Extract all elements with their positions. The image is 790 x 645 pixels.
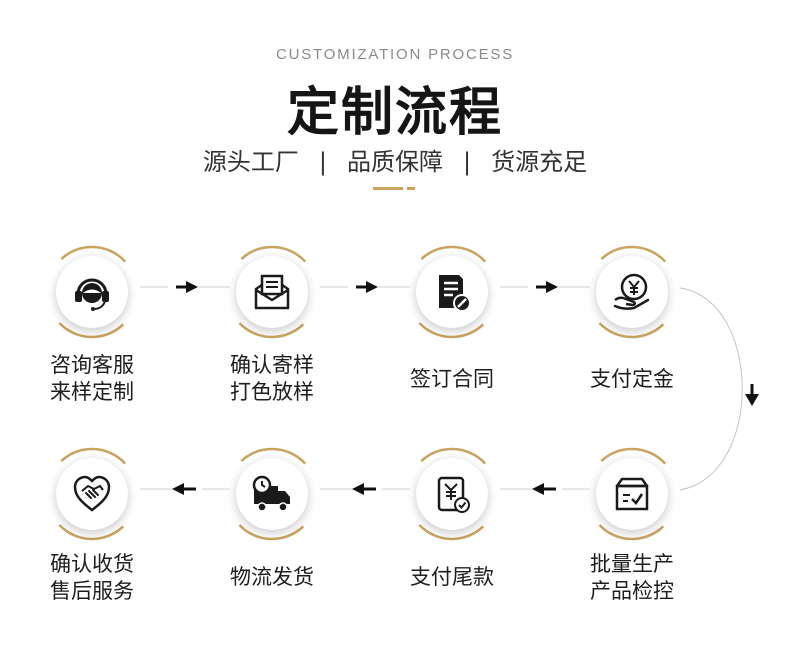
step-8-label: 确认收货 售后服务 [2, 551, 182, 605]
arrow-left-icon [500, 483, 590, 495]
subtitle: 源头工厂 | 品质保障 | 货源充足 [0, 142, 790, 177]
step-8-line2: 售后服务 [50, 579, 134, 603]
arrow-left-icon [320, 483, 410, 495]
step-6-icon-ring [404, 446, 500, 542]
step-6-line1: 支付尾款 [410, 565, 494, 589]
arrow-right-icon [140, 281, 230, 293]
yuan-receipt-icon [437, 476, 470, 513]
step-5-line2: 产品检控 [590, 579, 674, 603]
step-8-line1: 确认收货 [50, 552, 134, 576]
step-1-label: 咨询客服 来样定制 [2, 352, 182, 406]
heart-handshake-icon [73, 475, 111, 512]
yuan-hand-icon [613, 273, 650, 310]
step-7-line1: 物流发货 [230, 565, 314, 589]
step-8-icon-ring [44, 446, 140, 542]
arrow-right-icon [500, 281, 590, 293]
step-5-icon-ring [584, 446, 680, 542]
contract-icon [439, 275, 471, 312]
step-5-line1: 批量生产 [590, 552, 674, 576]
step-2-line1: 确认寄样 [230, 353, 314, 377]
headset-icon [75, 278, 109, 311]
step-5-label: 批量生产 产品检控 [542, 551, 722, 605]
curve-connector [679, 287, 759, 491]
subtitle-item-quality: 品质保障 [347, 148, 443, 176]
subtitle-item-supply: 货源充足 [491, 148, 588, 176]
step-2-icon-ring [224, 244, 320, 340]
step-4-icon-ring [584, 244, 680, 340]
arrow-left-icon [140, 483, 230, 495]
step-7-icon-ring [224, 446, 320, 542]
step-4-line1: 支付定金 [590, 367, 674, 391]
step-7-label: 物流发货 [182, 564, 362, 591]
gold-divider-dot [407, 187, 415, 190]
english-title: CUSTOMIZATION PROCESS [275, 46, 515, 63]
subtitle-item-factory: 源头工厂 [202, 148, 299, 176]
page-title: 定制流程 [286, 83, 503, 143]
step-1-icon-ring [44, 244, 140, 340]
step-2-label: 确认寄样 打色放样 [182, 352, 362, 406]
box-check-icon [615, 477, 649, 511]
step-6-label: 支付尾款 [362, 564, 542, 591]
step-3-icon-ring [404, 244, 500, 340]
step-1-line1: 咨询客服 [50, 353, 134, 377]
envelope-icon [254, 274, 290, 310]
step-2-line2: 打色放样 [230, 380, 314, 404]
subtitle-separator: | [463, 148, 472, 176]
arrow-right-icon [320, 281, 410, 293]
step-3-line1: 签订合同 [410, 367, 494, 391]
step-3-label: 签订合同 [362, 366, 542, 393]
subtitle-separator: | [318, 148, 327, 176]
gold-divider [373, 187, 403, 190]
step-4-label: 支付定金 [542, 366, 722, 393]
delivery-truck-icon [252, 475, 290, 512]
step-1-line2: 来样定制 [50, 380, 134, 404]
